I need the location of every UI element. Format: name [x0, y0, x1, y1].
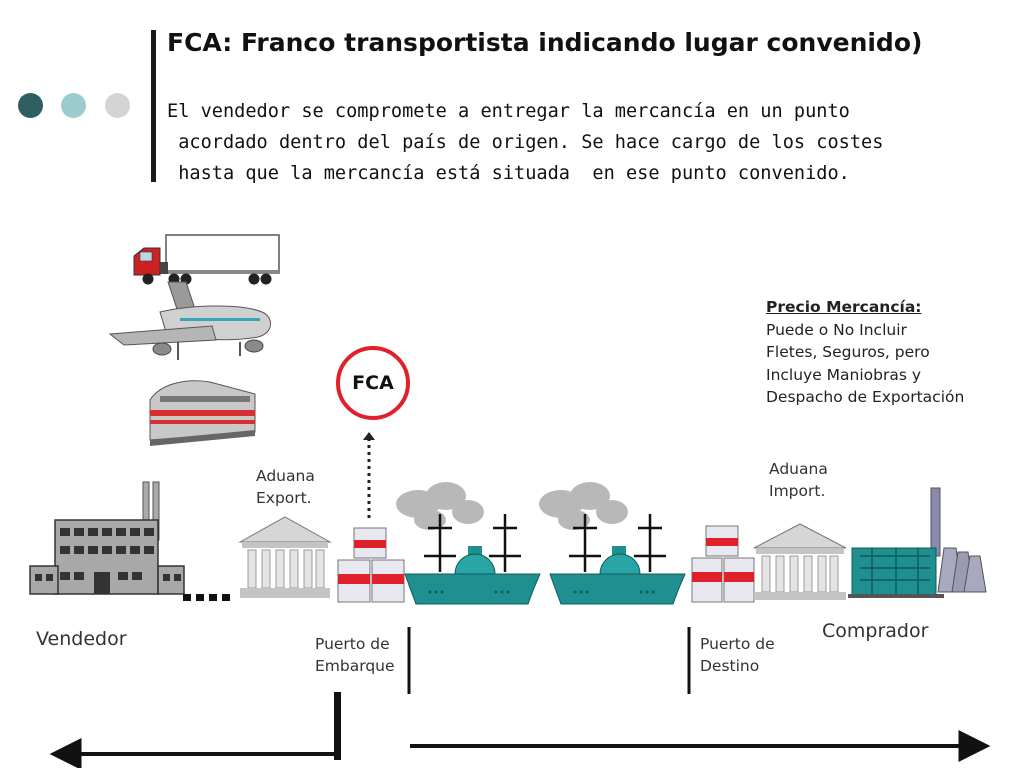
label-line: Puerto de: [700, 635, 775, 653]
ship-icon: [539, 482, 686, 605]
precio-line: Puede o No Incluir: [766, 320, 907, 339]
precio-line: Despacho de Exportación: [766, 388, 965, 406]
bullet-dot-dark: [18, 93, 43, 118]
label-line: Import.: [769, 482, 826, 500]
ship-icon: [396, 482, 541, 605]
factory-dash-line: [183, 594, 230, 601]
container-stack-icon: [691, 525, 755, 603]
bullet-dot-grey: [105, 93, 130, 118]
factory-icon: [29, 481, 185, 595]
body-line: acordado dentro del país de origen. Se h…: [167, 132, 884, 153]
precio-mercancia-note: Precio Mercancía: Puede o No Incluir Fle…: [766, 296, 964, 409]
customs-building-icon: [238, 516, 332, 598]
slide-title: FCA: Franco transportista indicando luga…: [167, 28, 923, 57]
precio-line: Fletes, Seguros, pero: [766, 343, 930, 361]
aduana-import-label: Aduana Import.: [769, 458, 828, 502]
fca-delivery-point: FCA: [336, 346, 410, 420]
precio-heading: Precio Mercancía:: [766, 298, 922, 316]
slide-bullet-dots: [18, 93, 133, 121]
label-line: Puerto de: [315, 635, 390, 653]
label-line: Aduana: [256, 467, 315, 485]
container-stack-icon: [337, 527, 405, 603]
fca-pole: [363, 432, 375, 520]
aduana-export-label: Aduana Export.: [256, 465, 315, 509]
precio-line: Incluye Maniobras y: [766, 365, 922, 384]
power-plant-icon: [848, 487, 987, 598]
risk-transfer-divider: [334, 692, 341, 760]
label-line: Export.: [256, 489, 312, 507]
vendedor-label: Vendedor: [36, 628, 127, 650]
bullet-dot-light: [61, 93, 86, 118]
truck-icon: [133, 234, 280, 285]
title-divider-bar: [151, 30, 156, 182]
comprador-label: Comprador: [822, 620, 929, 642]
puerto-destino-label: Puerto de Destino: [700, 633, 775, 677]
label-line: Aduana: [769, 460, 828, 478]
body-line: hasta que la mercancía está situada en e…: [167, 163, 850, 184]
label-line: Destino: [700, 657, 760, 675]
fca-label: FCA: [352, 372, 394, 394]
airplane-icon: [108, 281, 271, 360]
slide-body: El vendedor se compromete a entregar la …: [167, 96, 883, 189]
customs-building-icon: [753, 523, 847, 600]
label-line: Embarque: [315, 657, 395, 675]
puerto-embarque-label: Puerto de Embarque: [315, 633, 395, 677]
body-line: El vendedor se compromete a entregar la …: [167, 101, 850, 122]
train-icon: [149, 380, 256, 446]
